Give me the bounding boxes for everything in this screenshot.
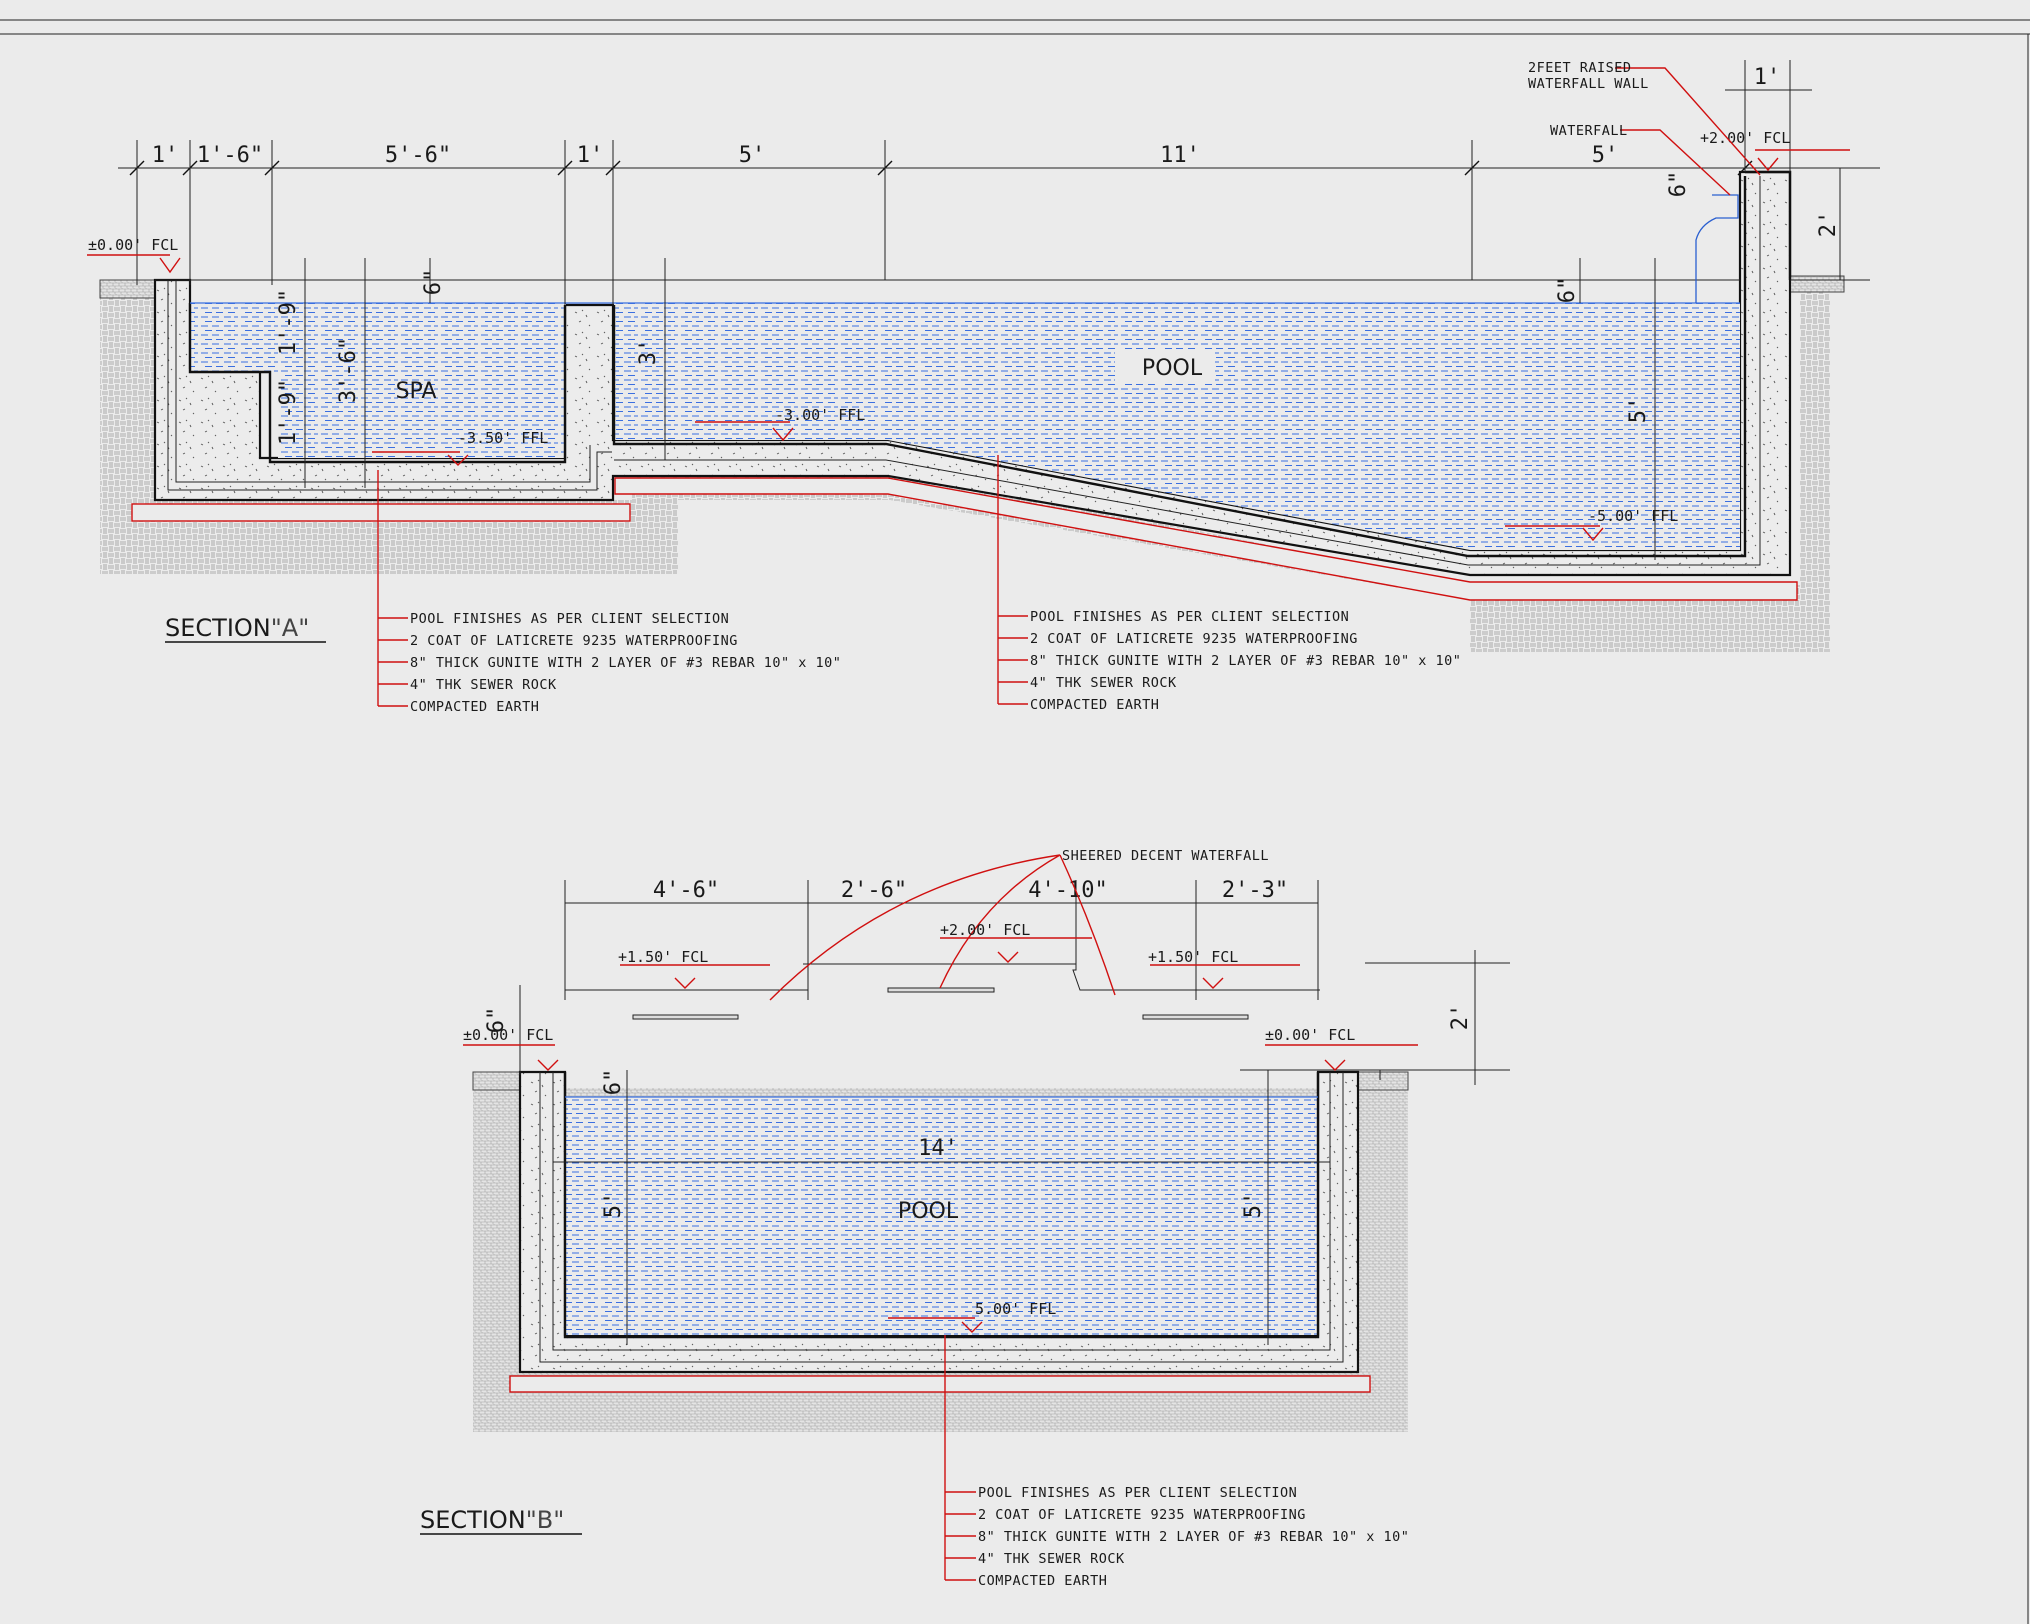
section-b-dim-width: 14' [918, 1136, 958, 1161]
section-a-dim-spa-depth: 3'-6" [336, 337, 361, 403]
section-a-dim-1: 1' [152, 143, 179, 168]
section-a-earth-hatch [100, 290, 1830, 652]
section-a-dim-riser: 6" [1666, 171, 1691, 198]
section-a-dim-height: 2' [1816, 211, 1841, 238]
section-a-notes-leader-left [377, 470, 408, 707]
section-b-finish-lines [539, 1072, 1344, 1363]
section-a-level-spa: -3.50' FFL [458, 429, 548, 447]
section-b-callout-waterfall: SHEERED DECENT WATERFALL [1062, 848, 1269, 864]
section-b-level-fcl-left: ±0.00' FCL [463, 1026, 553, 1044]
section-b-waterfall-ledges [632, 987, 1249, 1020]
section-b-pool-water [565, 1097, 1318, 1335]
section-a-spa-label: SPA [396, 379, 437, 404]
section-a-pool-water [614, 303, 1740, 550]
section-a-extension-lines [136, 60, 1880, 305]
section-b-deck-left [472, 1071, 524, 1091]
section-a-dim-spa-6: 6" [421, 269, 446, 296]
section-b-dim-extension [564, 880, 1510, 1085]
section-b-dim-depth-right: 5' [1241, 1192, 1266, 1219]
section-b-level-markers [463, 937, 1418, 1333]
section-b-note-4: 4" THK SEWER ROCK [978, 1551, 1125, 1567]
section-a-callout-waterfall: WATERFALL [1550, 123, 1628, 139]
section-a-dim-pool-6: 6" [1555, 277, 1580, 304]
section-a-waterfall-spout [1695, 194, 1739, 303]
section-a-note-right-5: COMPACTED EARTH [1030, 697, 1159, 713]
section-a-level-fcl-left: ±0.00' FCL [88, 236, 178, 254]
section-a-dim-3: 5'-6" [385, 143, 451, 168]
section-a-pool-finish [614, 176, 1761, 566]
section-a-callout-raised-2: WATERFALL WALL [1528, 76, 1649, 92]
section-a-callout-leaders [1615, 67, 1761, 196]
section-a-note-right-3: 8" THICK GUNITE WITH 2 LAYER OF #3 REBAR… [1030, 653, 1461, 669]
section-a-level-markers [87, 149, 1850, 542]
section-b-waterfall-top [565, 963, 1320, 991]
section-a-note-left-5: COMPACTED EARTH [410, 699, 539, 715]
section-b-level-200: +2.00' FCL [940, 921, 1030, 939]
section-b: 14' 5' 5' 6" 6" 4'-6" 2'-6" 4'-10" 2'-3"… [420, 848, 1510, 1589]
section-a-pool-wall [612, 176, 1747, 558]
section-a-spa-water [190, 303, 566, 458]
section-b-level-150-right: +1.50' FCL [1148, 948, 1238, 966]
section-a-pool-label-bg [1115, 350, 1215, 384]
section-a-dim-5: 5' [739, 143, 766, 168]
section-b-pool-label: POOL [898, 1199, 959, 1224]
section-b-depth-lines [519, 985, 1381, 1345]
section-a-dim-6: 11' [1160, 143, 1200, 168]
section-a-dim-right: 1' [1754, 65, 1781, 90]
section-a-title: SECTION"A" [165, 614, 309, 642]
section-a-dim-spa-upper: 1'-9" [276, 289, 301, 355]
section-b-dim-6-b: 6" [601, 1069, 626, 1096]
section-a-dim-spa-lower: 1'-9" [276, 379, 301, 445]
section-b-level-150-left: +1.50' FCL [618, 948, 708, 966]
section-b-title: SECTION"B" [420, 1506, 564, 1534]
section-b-callout-leaders [769, 854, 1116, 1001]
section-a-callout-raised-1: 2FEET RAISED [1528, 60, 1632, 76]
section-a-sewer-rock-pool [614, 477, 1798, 601]
section-b-note-5: COMPACTED EARTH [978, 1573, 1107, 1589]
section-a-dim-pool-deep: 5' [1626, 397, 1651, 424]
section-a-note-left-4: 4" THK SEWER ROCK [410, 677, 557, 693]
section-a-note-right-4: 4" THK SEWER ROCK [1030, 675, 1177, 691]
section-b-dim-3: 4'-10" [1028, 878, 1107, 903]
section-b-dim-depth-left: 5' [601, 1192, 626, 1219]
section-a-level-fcl-right: +2.00' FCL [1700, 129, 1790, 147]
section-a-note-right-1: POOL FINISHES AS PER CLIENT SELECTION [1030, 609, 1349, 625]
section-b-dim-6-a: 6" [484, 1007, 509, 1034]
section-a-note-left-2: 2 COAT OF LATICRETE 9235 WATERPROOFING [410, 633, 738, 649]
section-b-notes-leader [944, 1335, 976, 1581]
section-a-dim-4: 1' [577, 143, 604, 168]
section-b-note-1: POOL FINISHES AS PER CLIENT SELECTION [978, 1485, 1297, 1501]
section-b-dim-1: 4'-6" [653, 878, 719, 903]
section-a: 1' 1'-6" 5'-6" 1' 5' 11' 5' 1' 2' 6" 6" … [87, 60, 1880, 715]
section-a-finish-lines-spa [167, 280, 612, 491]
section-a-dim-2: 1'-6" [197, 143, 263, 168]
section-a-notes-leader-right [997, 455, 1028, 705]
section-b-note-2: 2 COAT OF LATICRETE 9235 WATERPROOFING [978, 1507, 1306, 1523]
section-a-dim-7: 5' [1592, 143, 1619, 168]
section-a-note-left-3: 8" THICK GUNITE WITH 2 LAYER OF #3 REBAR… [410, 655, 841, 671]
section-b-level-fcl-right: ±0.00' FCL [1265, 1026, 1355, 1044]
section-b-dim-height: 2' [1448, 1004, 1473, 1031]
section-a-spa-wall [188, 303, 567, 464]
section-a-level-deep: -5.00' FFL [1588, 507, 1678, 525]
section-a-depth-lines [304, 258, 1656, 560]
section-b-note-3: 8" THICK GUNITE WITH 2 LAYER OF #3 REBAR… [978, 1529, 1409, 1545]
section-b-pool-wall [563, 1072, 1320, 1339]
section-b-level-ffl: 5.00' FFL [975, 1300, 1056, 1318]
section-b-dim-4: 2'-3" [1222, 878, 1288, 903]
section-a-deck-left [99, 279, 156, 299]
section-a-pool-label: POOL [1142, 356, 1203, 381]
section-a-note-right-2: 2 COAT OF LATICRETE 9235 WATERPROOFING [1030, 631, 1358, 647]
section-a-dim-pool-shallow: 3' [636, 339, 661, 366]
section-a-note-left-1: POOL FINISHES AS PER CLIENT SELECTION [410, 611, 729, 627]
section-b-dim-2: 2'-6" [841, 878, 907, 903]
section-b-sewer-rock [509, 1375, 1371, 1393]
section-a-level-shallow: -3.00' FFL [775, 406, 865, 424]
section-a-sewer-rock-spa [131, 503, 631, 522]
